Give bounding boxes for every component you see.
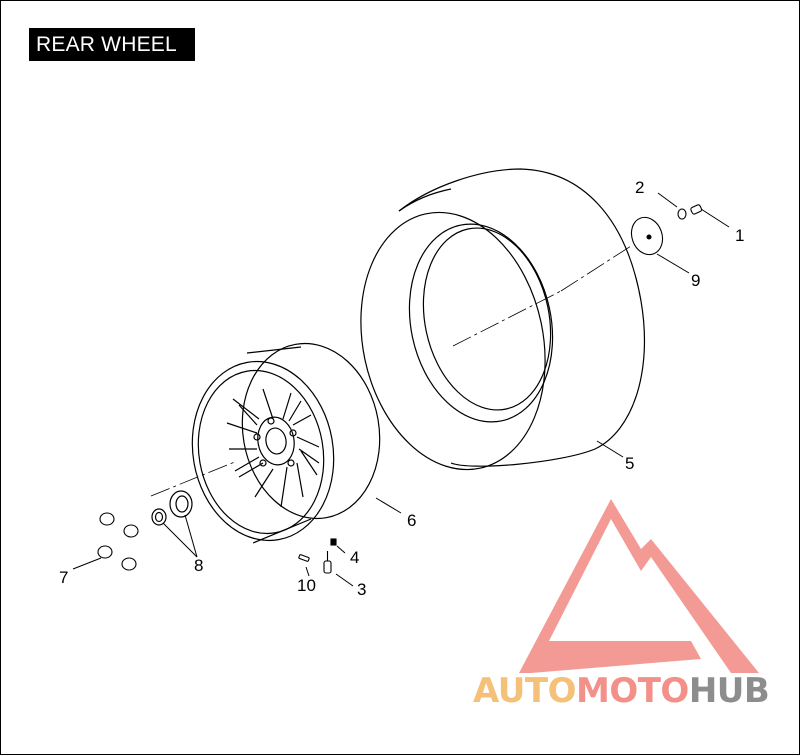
watermark-auto: AUTO — [473, 671, 576, 711]
callout-6: 6 — [407, 511, 416, 530]
callout-8: 8 — [194, 556, 203, 575]
callout-9: 9 — [691, 271, 700, 290]
watermark-moto: MOTO — [575, 671, 689, 711]
callout-3: 3 — [357, 580, 366, 599]
callout-7: 7 — [59, 568, 68, 587]
valve-parts — [298, 538, 337, 574]
watermark-text: AUTOMOTOHUB — [473, 671, 770, 711]
callout-1: 1 — [735, 226, 744, 245]
callout-2: 2 — [635, 178, 644, 197]
watermark-logo-icon — [519, 499, 759, 673]
callout-10: 10 — [297, 576, 316, 595]
page-title: REAR WHEEL — [29, 28, 195, 61]
bearing-parts — [151, 490, 193, 526]
lug-nuts — [97, 512, 139, 571]
leader-lines — [72, 192, 730, 587]
watermark-hub: HUB — [688, 671, 770, 711]
callout-4: 4 — [350, 548, 359, 567]
tire — [360, 168, 646, 471]
axle-cover-parts — [630, 204, 703, 256]
callout-5: 5 — [625, 454, 634, 473]
wheel-rim — [150, 342, 381, 544]
